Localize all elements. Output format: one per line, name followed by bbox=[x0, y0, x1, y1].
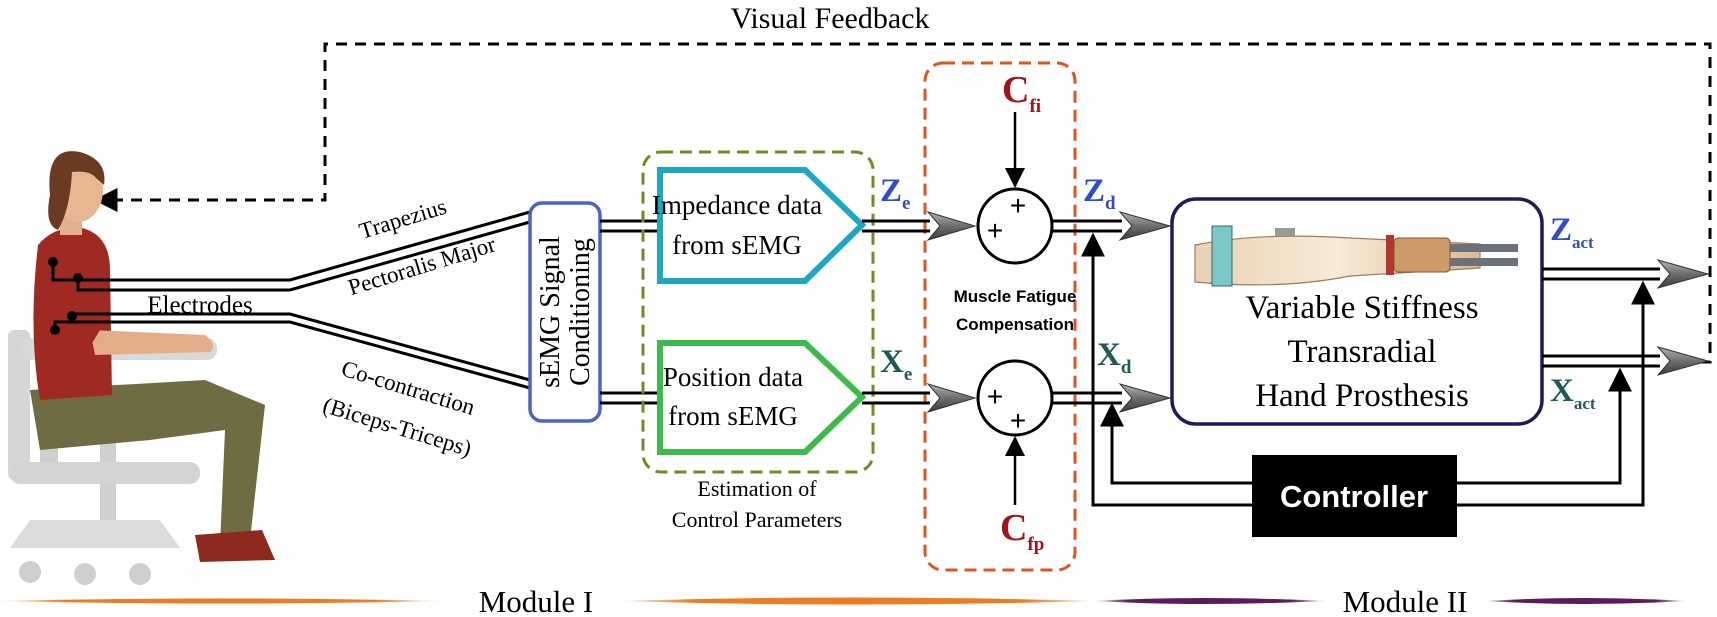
impedance-sum-sign-top: + bbox=[1010, 190, 1026, 221]
semg-conditioning-line2: Conditioning bbox=[565, 238, 596, 386]
prosthesis-image bbox=[1194, 225, 1518, 287]
xe-label: Xe bbox=[880, 344, 912, 385]
module-1-bar-right bbox=[622, 597, 1095, 605]
prosthesis-line1: Variable Stiffness bbox=[1245, 290, 1478, 326]
position-sum-sign-bottom: + bbox=[1010, 405, 1026, 436]
xe-arrowhead bbox=[926, 383, 977, 413]
cfp-label: Cfp bbox=[1000, 507, 1044, 555]
module-2-bar-left bbox=[1095, 598, 1325, 604]
electrodes-label: Electrodes bbox=[147, 292, 253, 319]
ze-arrowhead bbox=[926, 211, 977, 241]
zact-wire bbox=[1542, 267, 1660, 281]
xd-arrowhead bbox=[1118, 383, 1172, 413]
controller-block-wide bbox=[1252, 455, 1457, 537]
impedance-data-line2: from sEMG bbox=[672, 230, 802, 260]
position-summing-junction bbox=[976, 359, 1054, 437]
fatigue-compensation-line1: Muscle Fatigue bbox=[954, 287, 1077, 306]
zd-arrowhead bbox=[1118, 211, 1172, 241]
electrode-cables bbox=[51, 210, 531, 390]
fatigue-compensation-line2: Compensation bbox=[956, 315, 1074, 334]
estimation-group-border bbox=[641, 150, 875, 474]
impedance-summing-junction bbox=[976, 187, 1054, 265]
zd-label: Zd bbox=[1083, 173, 1116, 214]
prosthesis-line2: Transradial bbox=[1287, 334, 1436, 370]
ze-label: Ze bbox=[880, 173, 910, 214]
xact-label: Xact bbox=[1550, 373, 1596, 413]
fatigue-compensation-border bbox=[923, 61, 1077, 572]
zact-label: Zact bbox=[1550, 212, 1594, 252]
module-1-label: Module I bbox=[479, 584, 594, 617]
xact-arrowhead bbox=[1656, 346, 1710, 376]
cfi-label: Cfi bbox=[1002, 69, 1041, 117]
estimation-caption-line1: Estimation of bbox=[697, 476, 817, 501]
zd-wire bbox=[1052, 219, 1122, 233]
xact-wire bbox=[1542, 354, 1660, 368]
prosthesis-line3: Hand Prosthesis bbox=[1255, 378, 1469, 414]
position-data-line2: from sEMG bbox=[668, 401, 798, 431]
impedance-data-box bbox=[657, 167, 867, 284]
semg-conditioning-box bbox=[528, 201, 602, 423]
xd-wire bbox=[1052, 391, 1122, 405]
position-data-box bbox=[657, 340, 867, 455]
conditioning-output-wires bbox=[600, 219, 660, 405]
seated-person-illustration bbox=[8, 151, 275, 585]
module-2-bar-right bbox=[1485, 598, 1685, 604]
module-2-label: Module II bbox=[1343, 584, 1468, 617]
semg-conditioning-line1: sEMG Signal bbox=[535, 236, 566, 388]
trapezius-label: Trapezius bbox=[356, 194, 449, 244]
estimation-caption-line2: Control Parameters bbox=[672, 507, 842, 532]
xd-label: Xd bbox=[1097, 337, 1132, 378]
visual-feedback-loop bbox=[93, 42, 1712, 364]
ze-wire bbox=[862, 219, 930, 233]
xe-wire bbox=[862, 391, 930, 405]
visual-feedback-label: Visual Feedback bbox=[731, 2, 930, 35]
impedance-sum-sign-left: + bbox=[987, 215, 1003, 246]
impedance-data-line1: Impedance data bbox=[652, 190, 822, 220]
position-data-line1: Position data bbox=[663, 362, 803, 392]
module-1-bar-left bbox=[0, 598, 440, 604]
controller-label: Controller bbox=[1280, 479, 1428, 514]
zact-arrowhead bbox=[1656, 259, 1710, 289]
position-sum-sign-left: + bbox=[987, 381, 1003, 412]
